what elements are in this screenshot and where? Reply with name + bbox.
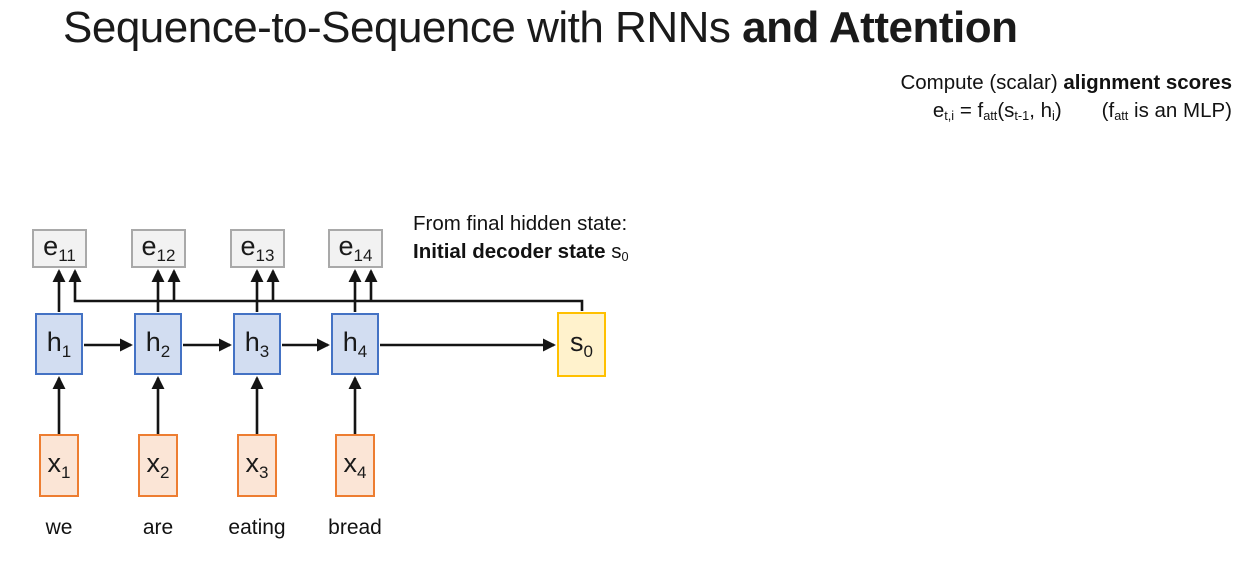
label-base: h: [244, 326, 260, 357]
mlp-sub: att: [1114, 107, 1129, 123]
slide-title: Sequence-to-Sequence with RNNs and Atten…: [63, 1, 1018, 55]
h3-label: h3: [244, 326, 270, 361]
formula-sub: i: [1052, 107, 1055, 123]
x4-box: x4: [335, 434, 375, 497]
e13-box: e13: [230, 229, 285, 268]
decoder-note-line1: From final hidden state:: [413, 212, 628, 235]
label-base: e: [240, 231, 256, 261]
slide-title-regular: Sequence-to-Sequence with RNNs: [63, 3, 743, 52]
word-eating: eating: [228, 516, 286, 539]
label-base: x: [146, 448, 161, 478]
label-sub: 4: [357, 341, 368, 361]
alignment-note-line2: et,i = fatt(st-1, hi) (fatt is an MLP): [900, 98, 1232, 129]
x2-box: x2: [138, 434, 178, 497]
word-are: are: [142, 516, 174, 539]
formula-sub: t,i: [944, 107, 955, 123]
formula-part: (s: [997, 99, 1015, 122]
formula-part: = f: [954, 99, 984, 122]
alignment-scores-note: Compute (scalar) alignment scores et,i =…: [900, 70, 1232, 129]
x4-label: x4: [343, 448, 367, 482]
label-sub: 0: [583, 342, 593, 361]
decoder-note-line2: Initial decoder state s0: [413, 238, 629, 271]
formula-part: ): [1054, 99, 1062, 122]
formula-sub: att: [983, 107, 998, 123]
label-base: h: [46, 326, 62, 357]
decoder-state-note: From final hidden state: Initial decoder…: [413, 210, 629, 271]
mlp-note: (fatt is an MLP): [1102, 98, 1232, 129]
x3-label: x3: [245, 448, 269, 482]
label-base: x: [245, 448, 260, 478]
e14-label: e14: [338, 231, 373, 265]
e13-label: e13: [240, 231, 275, 265]
word-bread: bread: [328, 516, 382, 539]
formula-sub: t-1: [1014, 107, 1030, 123]
x3-box: x3: [237, 434, 277, 497]
label-base: s: [570, 327, 584, 357]
label-sub: 2: [160, 463, 170, 482]
label-base: h: [342, 326, 358, 357]
label-base: x: [343, 448, 358, 478]
label-sub: 3: [259, 341, 270, 361]
label-sub: 11: [58, 246, 76, 265]
e11-label: e11: [43, 231, 76, 265]
label-base: x: [47, 448, 62, 478]
label-sub: 3: [259, 463, 269, 482]
h3-box: h3: [233, 313, 281, 375]
x2-label: x2: [146, 448, 170, 482]
x1-box: x1: [39, 434, 79, 497]
alignment-formula: et,i = fatt(st-1, hi): [933, 98, 1062, 129]
arrow-s0-e11: [68, 269, 584, 311]
alignment-note-line1-regular: Compute (scalar): [900, 71, 1064, 94]
label-sub: 4: [357, 463, 367, 482]
label-base: e: [43, 231, 59, 261]
label-sub: 14: [353, 246, 373, 265]
mlp-part: (f: [1101, 99, 1115, 122]
label-base: e: [338, 231, 354, 261]
s0-label: s0: [570, 327, 593, 361]
e11-box: e11: [32, 229, 87, 268]
label-sub: 2: [160, 341, 171, 361]
h1-label: h1: [46, 326, 72, 361]
h2-box: h2: [134, 313, 182, 375]
label-sub: 12: [156, 246, 176, 265]
label-sub: 1: [61, 463, 71, 482]
label-sub: 13: [255, 246, 275, 265]
label-sub: 1: [61, 341, 72, 361]
formula-part: , h: [1029, 99, 1053, 122]
e12-box: e12: [131, 229, 186, 268]
h2-label: h2: [145, 326, 171, 361]
word-we: we: [45, 516, 73, 539]
mlp-part: is an MLP): [1128, 99, 1232, 122]
label-base: e: [141, 231, 157, 261]
x1-label: x1: [47, 448, 71, 482]
alignment-note-line1: Compute (scalar) alignment scores: [900, 70, 1232, 96]
s0-box: s0: [557, 312, 606, 377]
e12-label: e12: [141, 231, 176, 265]
label-base: h: [145, 326, 161, 357]
h4-box: h4: [331, 313, 379, 375]
h4-label: h4: [342, 326, 368, 361]
e14-box: e14: [328, 229, 383, 268]
decoder-note-s: s: [611, 240, 622, 263]
decoder-note-line2-bold: Initial decoder state: [413, 240, 612, 263]
formula-part: e: [932, 99, 945, 122]
h1-box: h1: [35, 313, 83, 375]
decoder-note-s-sub: 0: [621, 248, 629, 264]
slide-title-bold: and Attention: [742, 3, 1018, 52]
alignment-note-line1-bold: alignment scores: [1063, 71, 1232, 94]
